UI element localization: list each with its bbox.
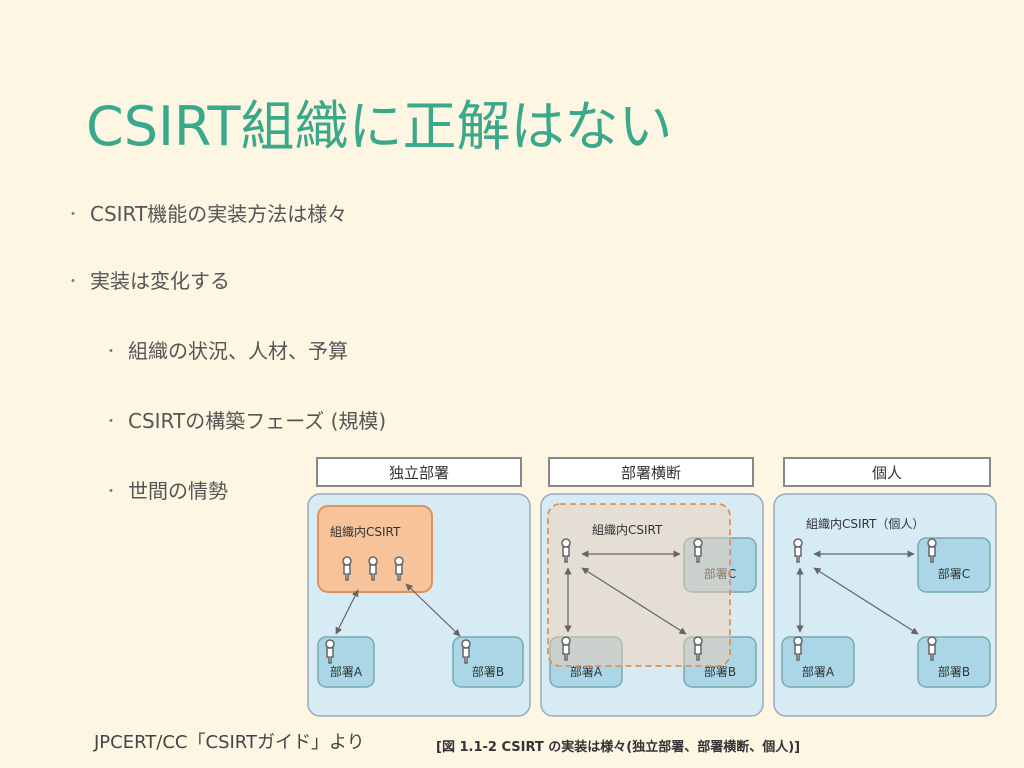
dept-b-box xyxy=(683,636,757,688)
dept-c-label: 部署C xyxy=(938,566,970,581)
csirt-box-independent xyxy=(317,505,433,593)
dept-b-box xyxy=(452,636,524,688)
bullet-1: CSIRT機能の実装方法は様々 xyxy=(90,202,348,226)
dept-b-label: 部署B xyxy=(472,664,504,679)
slide-title: CSIRT組織に正解はない xyxy=(86,95,673,158)
dept-c-label: 部署C xyxy=(704,566,736,581)
header-independent-box xyxy=(316,457,522,487)
csirt-implementation-diagram: 独立部署 部署横断 個人 組織内CSIRT 部署A 部署B 部署C 部署B 部署… xyxy=(307,457,997,717)
bullet-dot: ・ xyxy=(66,207,80,223)
csirt-individual-label: 組織内CSIRT（個人） xyxy=(806,517,924,531)
dept-b-label: 部署B xyxy=(704,664,736,679)
source-citation: JPCERT/CC「CSIRTガイド」より xyxy=(94,732,365,753)
dept-a-label: 部署A xyxy=(802,664,835,679)
dept-c-box xyxy=(683,537,757,593)
sub-bullet-dot: ・ xyxy=(104,414,118,430)
sub-bullet-dot: ・ xyxy=(104,344,118,360)
header-independent: 独立部署 xyxy=(389,464,449,482)
bullet-2: 実装は変化する xyxy=(90,269,230,293)
sub-bullet-dot: ・ xyxy=(104,484,118,500)
dept-c-box xyxy=(917,537,991,593)
dept-a-box xyxy=(781,636,855,688)
header-cross-dept: 部署横断 xyxy=(621,464,681,482)
header-cross-dept-box xyxy=(548,457,754,487)
header-individual: 個人 xyxy=(872,464,902,482)
dept-b-label: 部署B xyxy=(938,664,970,679)
dept-a-label: 部署A xyxy=(330,664,363,679)
sub-bullet-1: 組織の状況、人材、予算 xyxy=(128,339,348,363)
dept-a-label: 部署A xyxy=(570,664,603,679)
bullet-dot: ・ xyxy=(66,274,80,290)
figure-caption: [図 1.1-2 CSIRT の実装は様々(独立部署、部署横断、個人)] xyxy=(436,740,801,755)
sub-bullet-3: 世間の情勢 xyxy=(128,479,228,503)
sub-bullet-2: CSIRTの構築フェーズ (規模) xyxy=(128,409,387,433)
header-individual-box xyxy=(783,457,991,487)
csirt-box-label: 組織内CSIRT xyxy=(330,525,401,539)
csirt-box-label: 組織内CSIRT xyxy=(592,523,663,537)
dept-b-box xyxy=(917,636,991,688)
